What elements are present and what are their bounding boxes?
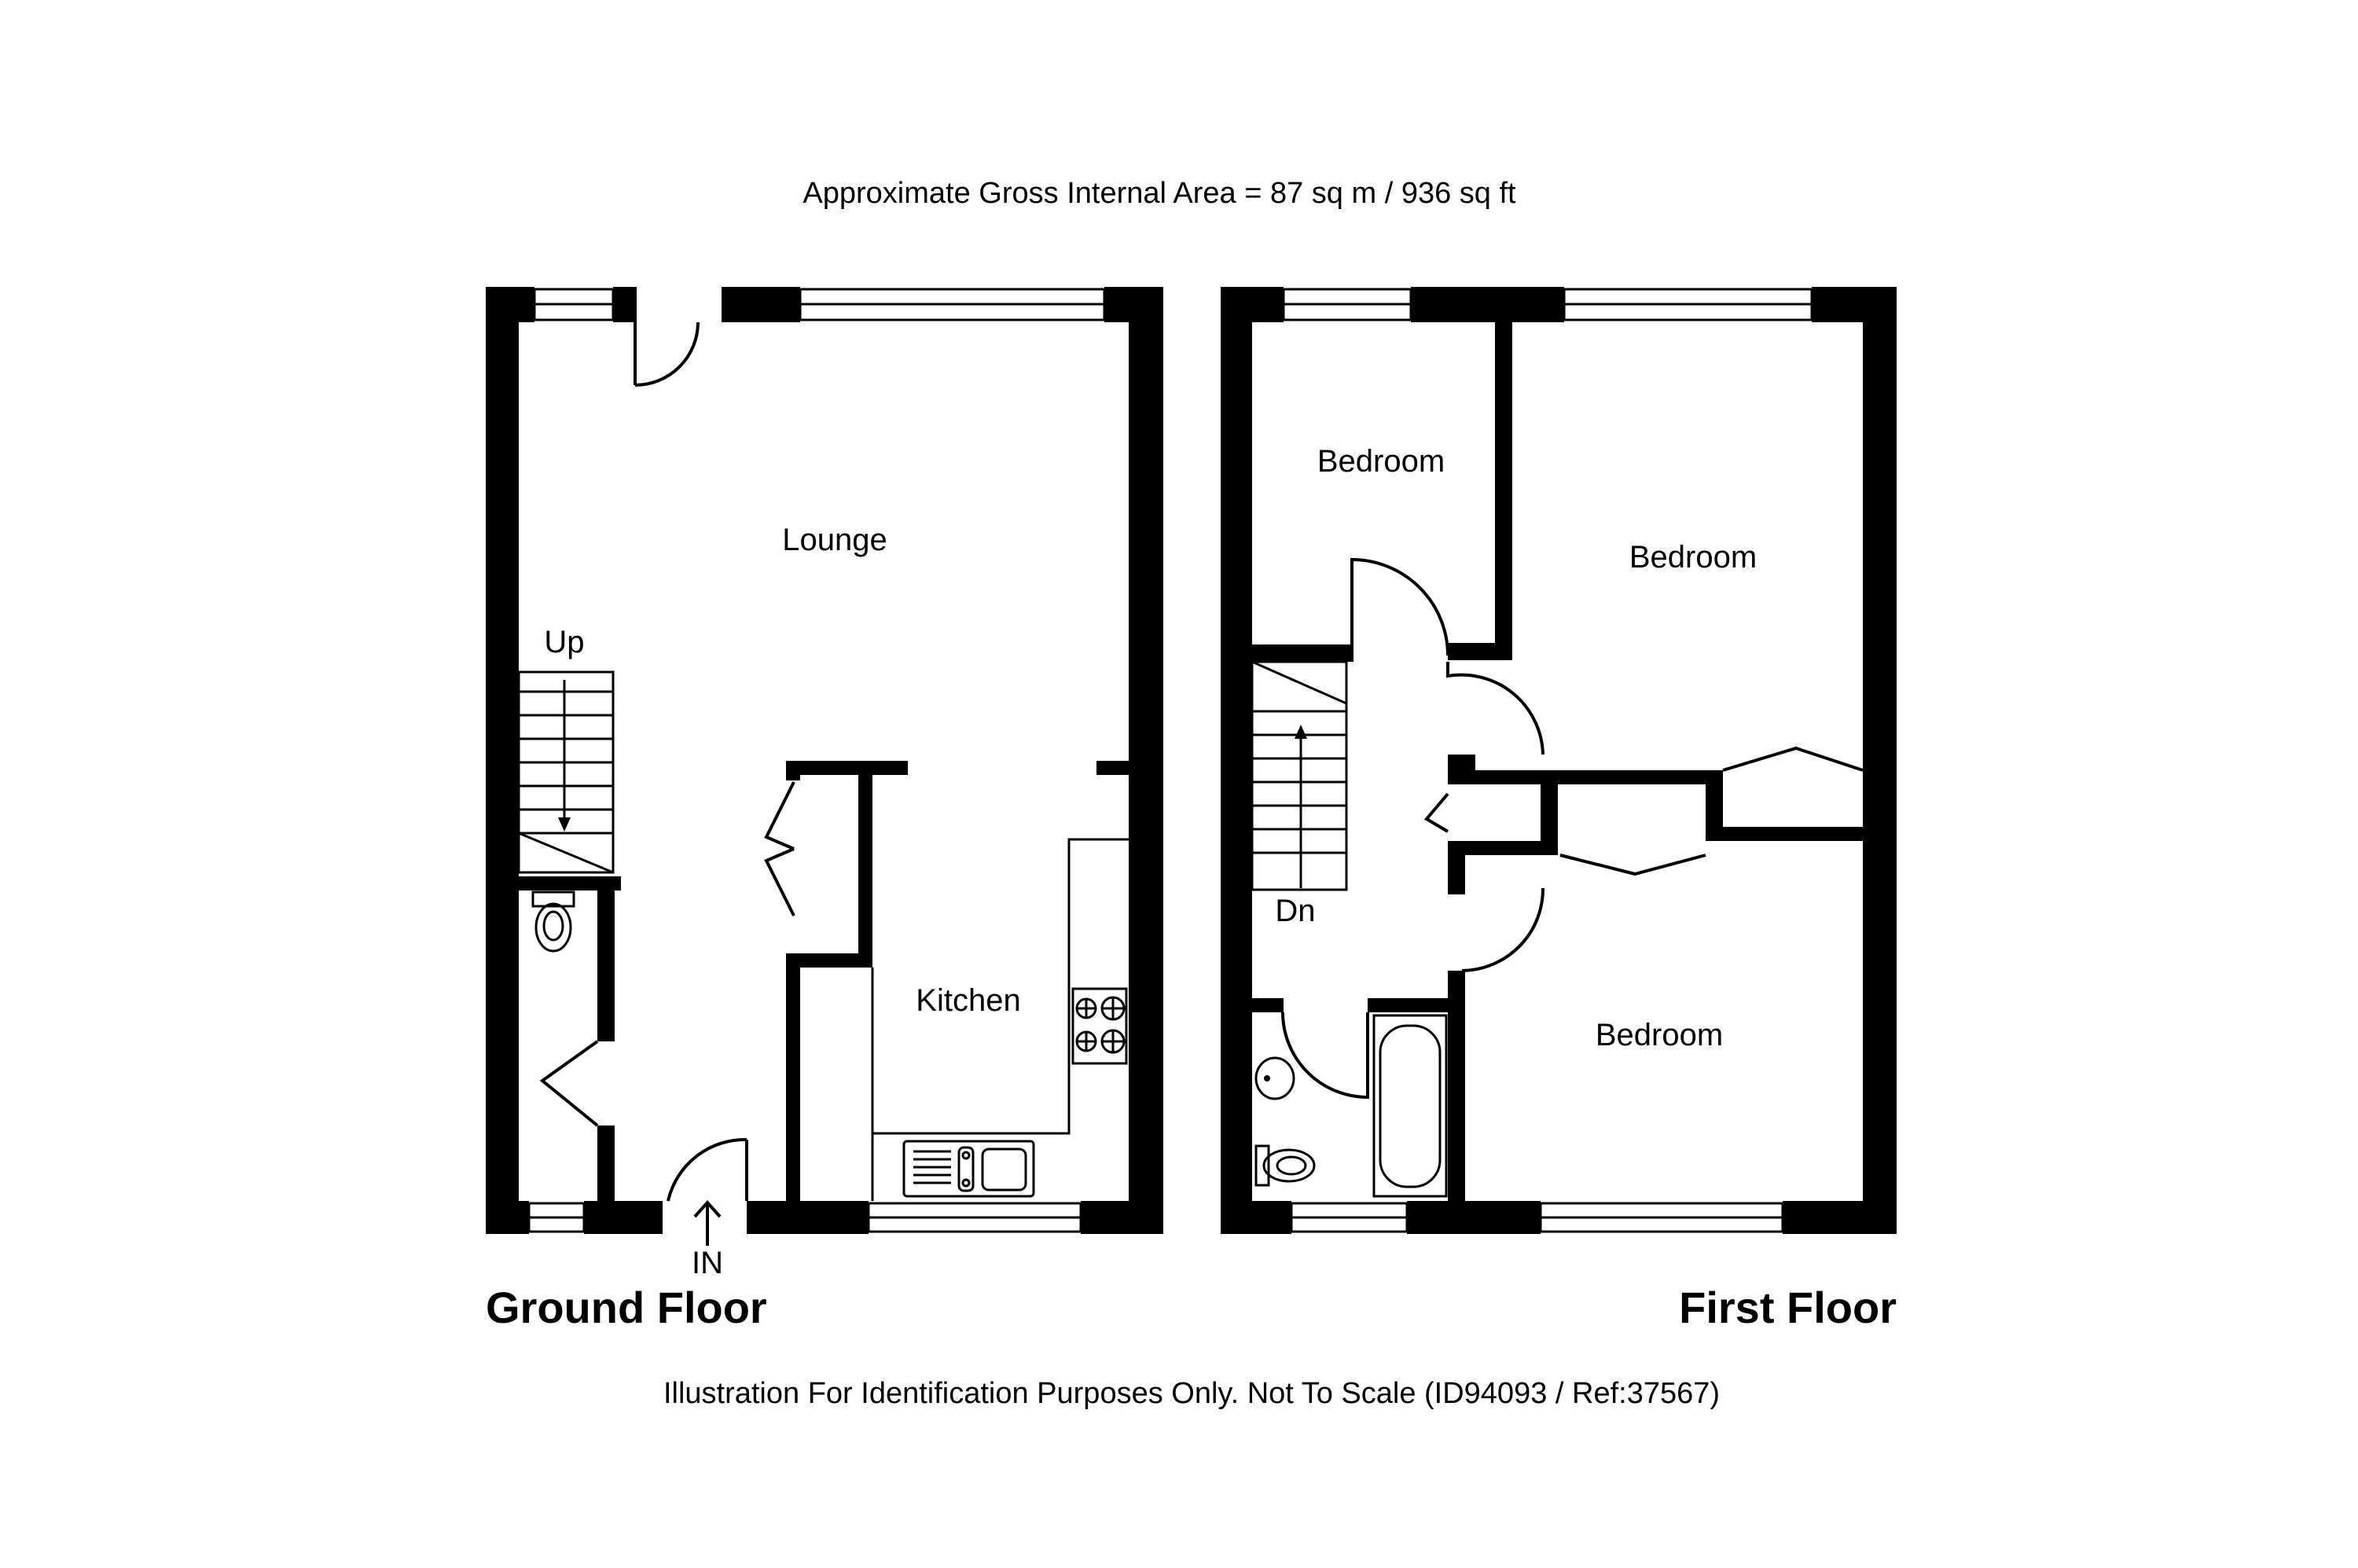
first-floor-plan: Dn Bedroom Bedroom Bedroom	[1221, 287, 1897, 1234]
ff-bed1-door	[1350, 557, 1449, 662]
gf-kitchen-worktop	[871, 838, 1129, 1135]
gf-wall-top-b	[613, 287, 637, 322]
ff-wardrobe-doors-2	[1722, 746, 1864, 772]
ff-bed3-wall-left	[1448, 855, 1465, 894]
ff-bath-wall-top-left	[1252, 998, 1284, 1012]
gf-wall-top-d	[1104, 287, 1163, 322]
gf-wall-left	[486, 287, 519, 1234]
ff-wall-mid-right	[1706, 770, 1723, 841]
ff-wall-cup-divider	[1541, 784, 1558, 841]
gf-wall-bottom-c	[747, 1201, 869, 1234]
ground-floor-plan: Up IN	[486, 287, 1163, 1280]
gf-kitchen-wall-left-upper	[786, 761, 800, 780]
ff-bed3-wall-left-lower	[1448, 971, 1465, 1206]
ff-room-label-bedroom-2: Bedroom	[1629, 540, 1757, 575]
ff-wall-top-b	[1411, 287, 1564, 322]
gf-wall-bottom-d	[1081, 1201, 1163, 1234]
gf-room-label-kitchen: Kitchen	[916, 983, 1020, 1018]
hob-icon	[1071, 987, 1128, 1065]
bathtub-icon	[1372, 1014, 1448, 1198]
gf-wc-wall-right-lower	[597, 1126, 615, 1204]
gf-wc-wall-right-upper	[597, 876, 615, 1041]
gf-wall-top-c	[722, 287, 800, 322]
ground-floor-title: Ground Floor	[486, 1283, 767, 1332]
arrow-up-icon	[693, 1199, 722, 1246]
gf-wall-right	[1129, 287, 1163, 1234]
ff-bed3-door	[1461, 887, 1545, 972]
ff-bed2-wall-stub	[1448, 643, 1512, 660]
gf-cupboard-doors	[764, 781, 795, 916]
ff-wardrobe-doors-1	[1559, 854, 1706, 876]
ff-wall-right	[1863, 287, 1897, 1234]
gf-cupboard-wall-bottom	[786, 953, 872, 968]
gf-wc-wall-top	[519, 876, 621, 890]
ff-wall-mid-right-bottom	[1706, 827, 1863, 841]
gf-wall-bottom-a	[486, 1201, 529, 1234]
ff-bath-wall-top-right	[1368, 998, 1465, 1012]
gf-kitchen-wall-left-lower	[786, 955, 800, 1210]
ff-wall-bottom-c	[1783, 1201, 1897, 1234]
ff-wall-mid-lower	[1448, 841, 1558, 855]
ff-room-label-bedroom-3: Bedroom	[1596, 1018, 1723, 1052]
gf-wc-door	[539, 1040, 599, 1127]
arrow-down-icon	[558, 817, 571, 832]
gf-kitchen-wall-top-left	[786, 761, 908, 775]
arrow-up-icon	[1295, 725, 1307, 739]
ff-bed2-door	[1446, 662, 1544, 755]
gf-stairs	[517, 670, 615, 874]
toilet-icon	[531, 890, 575, 953]
gf-entrance-label: IN	[692, 1246, 723, 1280]
sink-icon	[902, 1140, 1035, 1198]
gf-wall-top-a	[486, 287, 534, 322]
toilet-icon	[1254, 1144, 1316, 1187]
gf-kitchen-wall-top-right	[1096, 761, 1163, 775]
ff-bed1-wall-right	[1495, 318, 1512, 660]
ff-room-label-bedroom-1: Bedroom	[1317, 444, 1445, 479]
gf-cupboard-wall-right	[858, 775, 872, 968]
ff-bath-door	[1281, 1012, 1369, 1100]
ff-airing-cupboard-door	[1423, 792, 1449, 833]
ff-wall-middle-long	[1448, 770, 1723, 784]
ff-wall-top-a	[1221, 287, 1284, 322]
first-floor-title: First Floor	[1679, 1283, 1897, 1332]
gf-room-label-lounge: Lounge	[782, 523, 887, 557]
washbasin-icon	[1254, 1056, 1295, 1100]
ff-wall-left	[1221, 287, 1252, 1234]
ff-wall-bottom-a	[1221, 1201, 1291, 1234]
ff-stairs-label: Dn	[1275, 894, 1315, 928]
gf-wall-bottom-b	[584, 1201, 663, 1234]
ff-wall-top-c	[1812, 287, 1897, 322]
ff-bed1-wall-bottom	[1252, 644, 1350, 662]
gross-area-label: Approximate Gross Internal Area = 87 sq …	[803, 177, 1516, 210]
ff-stairs	[1251, 660, 1348, 891]
gf-stairs-label: Up	[544, 625, 584, 659]
footer-disclaimer: Illustration For Identification Purposes…	[663, 1377, 1720, 1410]
ff-wall-bottom-b	[1407, 1201, 1541, 1234]
